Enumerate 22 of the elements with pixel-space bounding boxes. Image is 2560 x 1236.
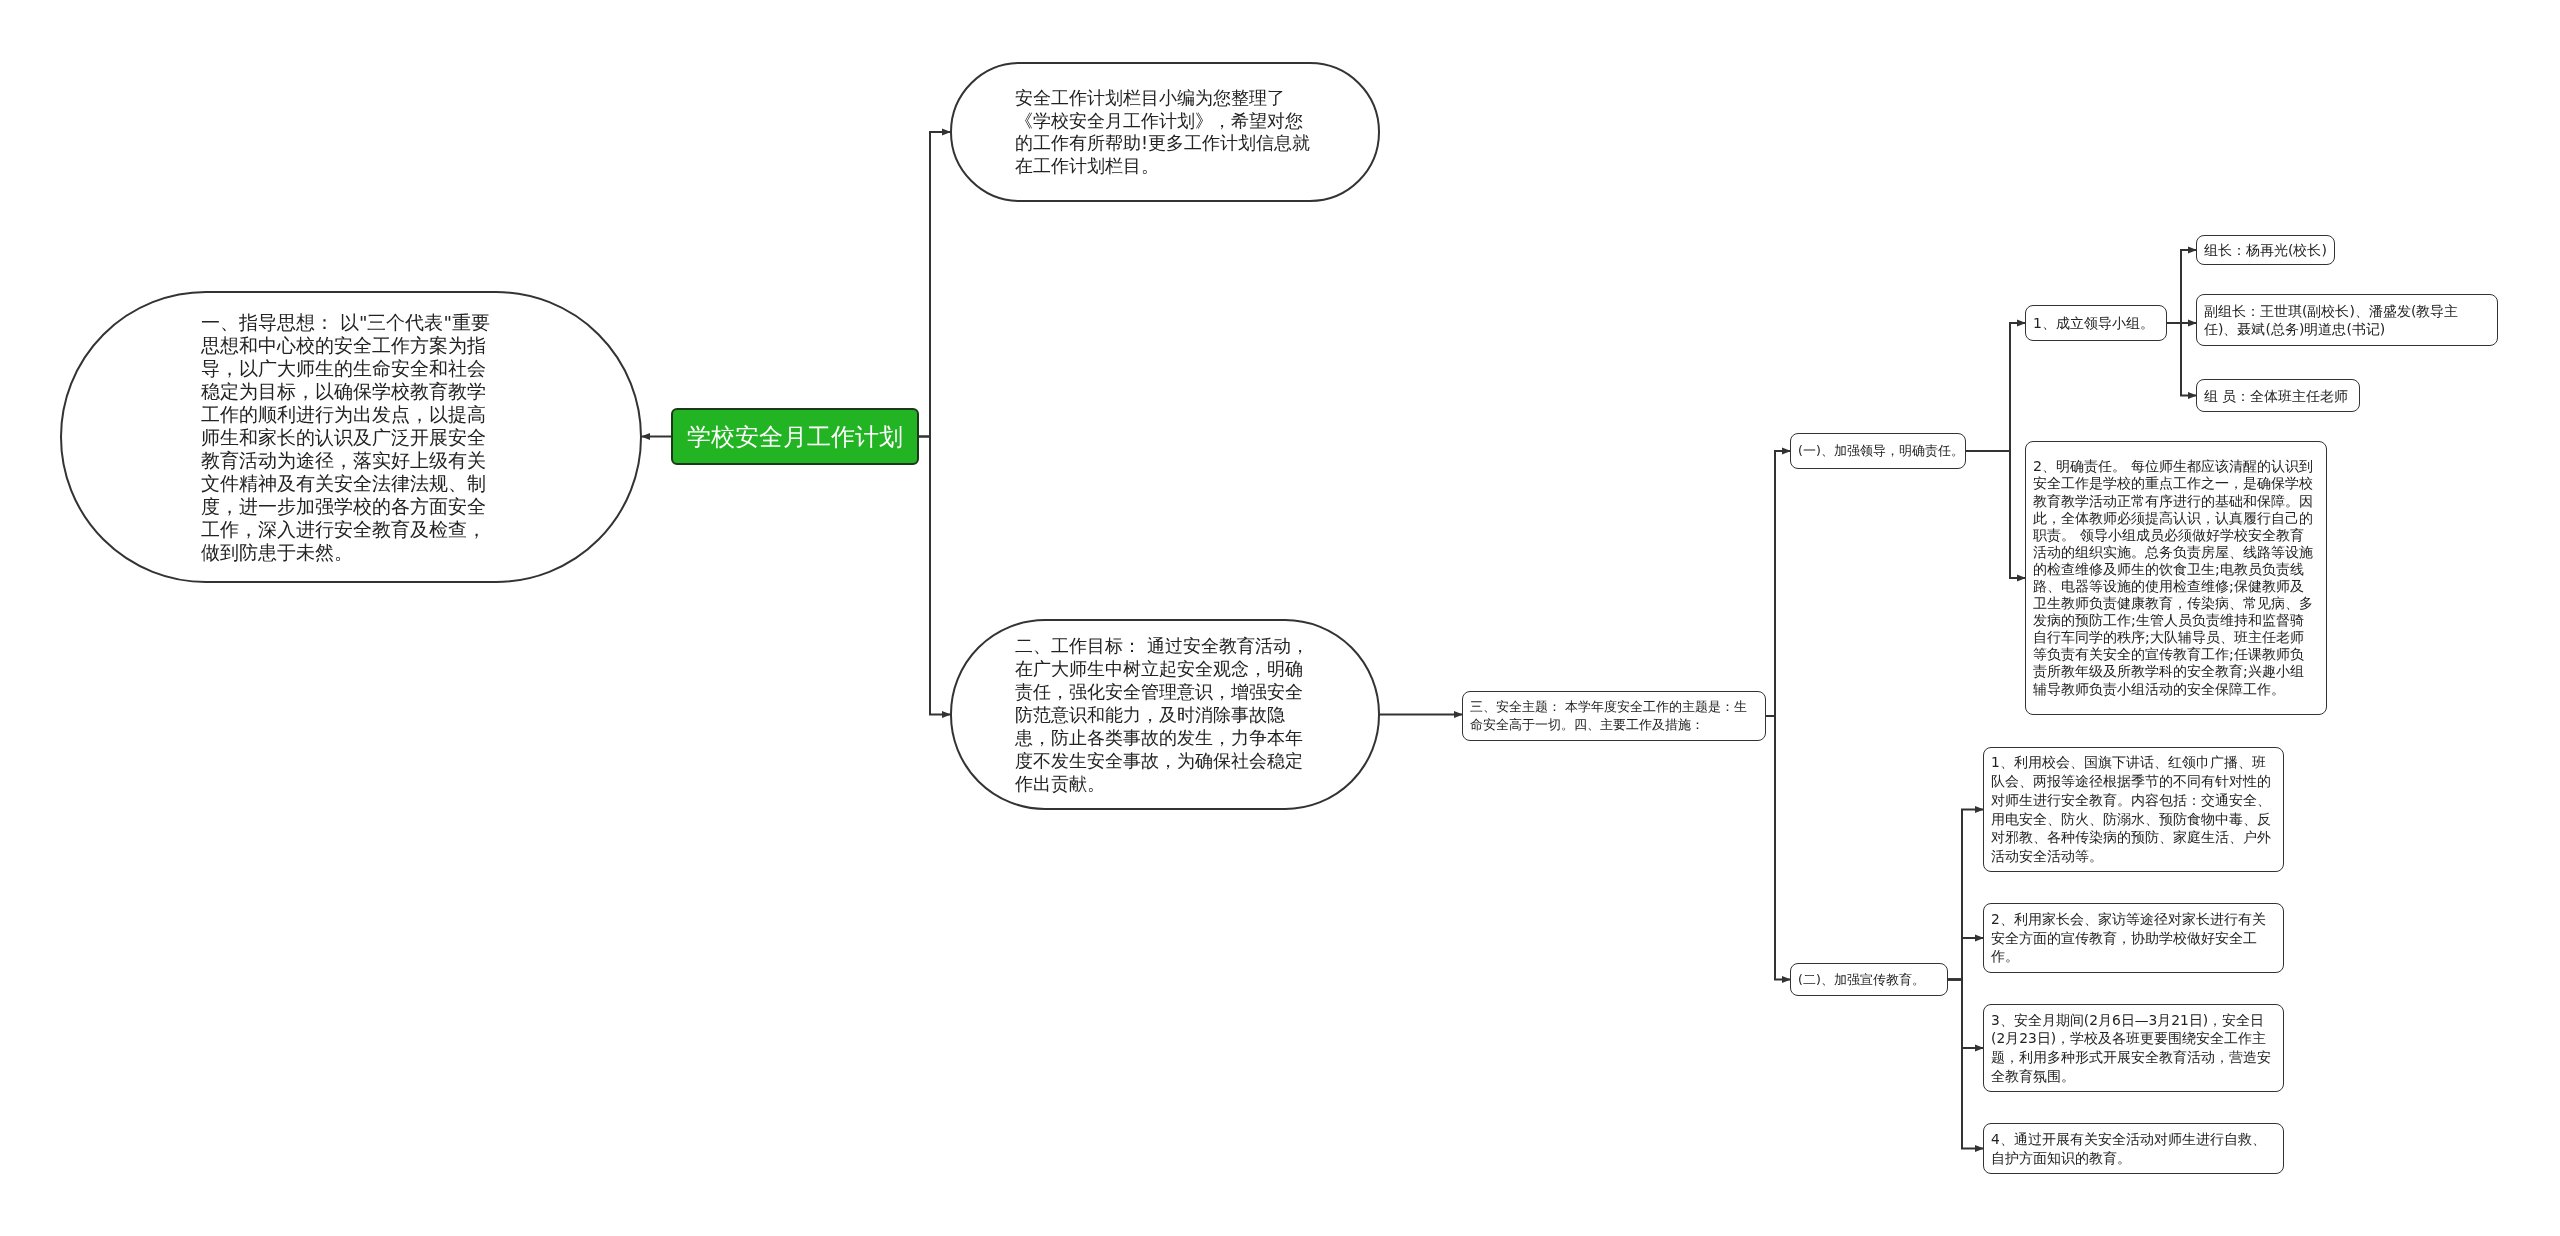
text-box: 组 员：全体班主任老师 (2196, 379, 2360, 412)
connector-arrow (641, 432, 672, 441)
text-box: 1、成立领导小组。 (2025, 305, 2167, 341)
central-topic-box: 学校安全月工作计划 (671, 408, 919, 465)
rounded-text-box: 二、工作目标： 通过安全教育活动，在广大师生中树立起安全观念，明确责任，强化安全管理意识，增强安全防范意识和能力，及时消除事故隐患，防止各类事故的发生，力争本年度不发生安全事故，为确保社会稳定作出贡献。 (950, 619, 1380, 810)
connector-arrow (1765, 715, 1791, 984)
connector-arrow (1947, 978, 1984, 1153)
text-box: 2、利用家长会、家访等途径对家长进行有关安全方面的宣传教育，协助学校做好安全工作。 (1983, 903, 2284, 973)
text-box: 组长：杨再光(校长) (2196, 235, 2335, 265)
rounded-text-box: 一、指导思想： 以"三个代表"重要思想和中心校的安全工作方案为指导，以广大师生的生命安全和社会稳定为目标，以确保学校教育教学工作的顺利进行为出发点，以提高师生和家长的认识及广泛开展安全教育活动为途径，落实好上级有关文件精神及有关安全法律法规、制度，进一步加强学校的各方面安全工作，深入进行安全教育及检查，做到防患于未然。 (60, 291, 642, 583)
text-box: 3、安全月期间(2月6日—3月21日)，安全日(2月23日)，学校及各班更要围绕安全工作主题，利用多种形式开展安全教育活动，营造安全教育氛围。 (1983, 1004, 2284, 1092)
text-box: 1、利用校会、国旗下讲话、红领巾广播、班队会、两报等途径根据季节的不同有针对性的对师生进行安全教育。内容包括：交通安全、用电安全、防火、防溺水、预防食物中毒、反对邪教、各种传染病的预防、家庭生活、户外活动安全活动等。 (1983, 747, 2284, 872)
text-box: 三、安全主题： 本学年度安全工作的主题是：生命安全高于一切。四、主要工作及措施： (1462, 691, 1766, 741)
connector-arrow (1965, 450, 2026, 582)
rounded-text-box: 安全工作计划栏目小编为您整理了《学校安全月工作计划》，希望对您的工作有所帮助!更多工作计划信息就在工作计划栏目。 (950, 62, 1380, 202)
connector-arrow (918, 435, 951, 719)
text-box: 2、明确责任。 每位师生都应该清醒的认识到安全工作是学校的重点工作之一，是确保学校教育教学活动正常有序进行的基础和保障。因此，全体教师必须提高认识，认真履行自己的职责。 领导小组成员必须做好学校安全教育活动的组织实施。总务负责房屋、线路等设施的检查维修及师生的饮食卫生;电教员负责线路、电器等设施的使用检查维修;保健教师及卫生教师负责健康教育，传染病、常见病、多发病的预防工作;生管人员负责维持和监督骑自行车同学的秩序;大队辅导员、班主任老师等负责有关安全的宣传教育工作;任课教师负责所教年级及所教学科的安全教育;兴趣小组辅导教师负责小组活动的安全保障工作。 (2025, 441, 2327, 715)
text-box: (一)、加强领导，明确责任。 (1790, 433, 1966, 469)
connector-arrow (1379, 710, 1463, 719)
text-box: (二)、加强宣传教育。 (1790, 963, 1948, 996)
text-box: 4、通过开展有关安全活动对师生进行自救、自护方面知识的教育。 (1983, 1123, 2284, 1174)
text-box: 副组长：王世琪(副校长)、潘盛发(教导主任)、聂斌(总务)明道忠(书记) (2196, 294, 2498, 346)
